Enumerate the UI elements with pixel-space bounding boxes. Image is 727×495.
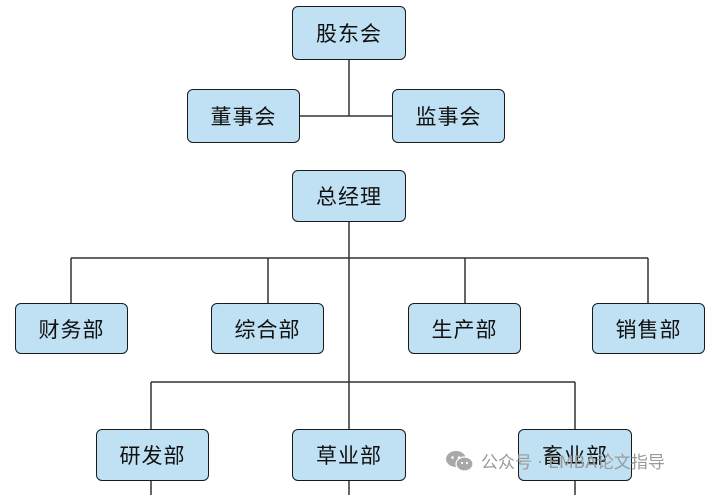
- node-supervisors: 监事会: [392, 89, 505, 143]
- node-research: 研发部: [96, 429, 209, 481]
- node-general-affairs: 综合部: [211, 303, 324, 354]
- node-shareholders: 股东会: [292, 6, 406, 60]
- node-livestock: 畜业部: [518, 429, 632, 481]
- watermark-text: 公众号 · EMBA论文指导: [481, 453, 665, 473]
- node-sales: 销售部: [592, 303, 705, 354]
- node-board: 董事会: [187, 89, 300, 143]
- node-finance: 财务部: [15, 303, 128, 354]
- watermark: 公众号 · EMBA论文指导: [445, 448, 665, 473]
- wechat-icon: [446, 450, 474, 472]
- node-grass: 草业部: [292, 429, 406, 481]
- node-general-manager: 总经理: [292, 170, 406, 222]
- node-production: 生产部: [408, 303, 521, 354]
